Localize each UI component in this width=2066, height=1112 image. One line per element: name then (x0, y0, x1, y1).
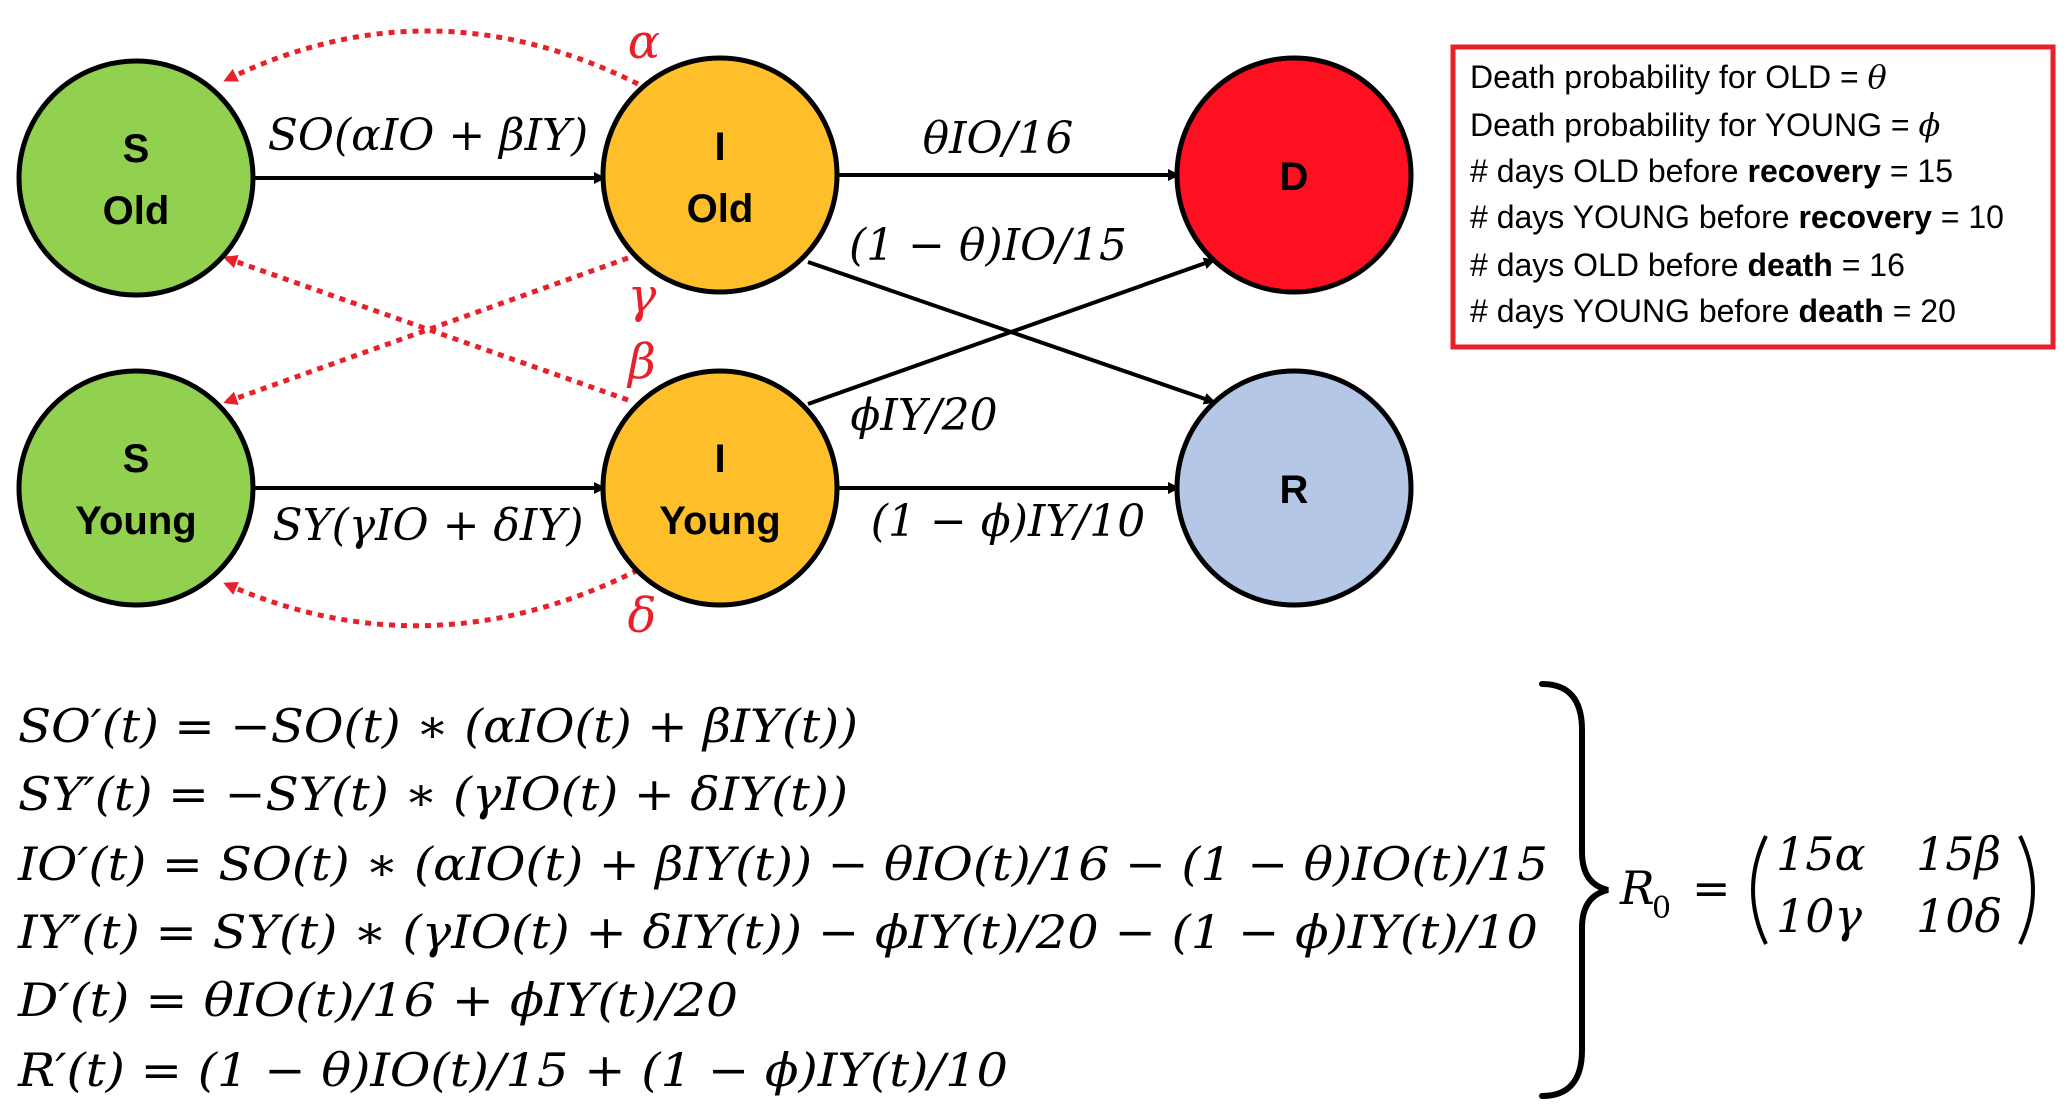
node-r-circle (1174, 368, 1414, 608)
r0-subscript: 0 (1652, 891, 1671, 926)
node-d: D (1174, 55, 1414, 295)
matrix-cell-12: 15β (1916, 827, 2001, 881)
legend-box: Death probability for OLD = θ Death prob… (1450, 44, 2056, 350)
node-i-old-line2: Old (687, 187, 754, 231)
param-beta-label: β (626, 334, 656, 390)
equation-so: SO′(t) = −SO(t) ∗ (αIO(t) + βIY(t)) (18, 699, 858, 753)
node-s-young-line1: S (123, 437, 150, 481)
matrix-cell-11: 15α (1776, 827, 1866, 881)
node-s-young-circle (16, 368, 256, 608)
node-s-old-circle (16, 58, 256, 298)
matrix-cell-21: 10γ (1776, 889, 1863, 943)
node-r-label: R (1280, 468, 1309, 512)
equation-d: D′(t) = θIO(t)/16 + ϕIY(t)/20 (17, 973, 738, 1027)
node-s-young-line2: Young (75, 499, 196, 543)
node-i-old: I Old (600, 55, 840, 295)
equation-iy: IY′(t) = SY(t) ∗ (γIO(t) + δIY(t)) − ϕIY… (17, 905, 1538, 959)
node-i-old-circle (600, 55, 840, 295)
legend-line-2: Death probability for YOUNG = ϕ (1470, 106, 1941, 144)
edge-label-io-r: (1 − θ)IO/15 (849, 220, 1127, 271)
param-gamma-label: γ (628, 268, 657, 324)
matrix-cell-22: 10δ (1916, 889, 2002, 943)
equation-io: IO′(t) = SO(t) ∗ (αIO(t) + βIY(t)) − θIO… (17, 837, 1548, 891)
param-alpha-label: α (628, 14, 660, 70)
node-i-young-line2: Young (659, 499, 780, 543)
legend-line-5: # days OLD before death = 16 (1470, 247, 1905, 283)
node-d-circle (1174, 55, 1414, 295)
legend-line-6: # days YOUNG before death = 20 (1470, 293, 1956, 329)
node-s-old-line1: S (123, 127, 150, 171)
alpha-curve (223, 28, 640, 87)
edge-label-io-d: θIO/16 (923, 113, 1074, 164)
equation-sy: SY′(t) = −SY(t) ∗ (γIO(t) + δIY(t)) (18, 767, 848, 821)
legend-line-1: Death probability for OLD = θ (1470, 58, 1887, 96)
node-d-label: D (1280, 155, 1309, 199)
param-delta-label: δ (628, 588, 657, 644)
r0-symbol: R (1619, 861, 1655, 915)
node-r: R (1174, 368, 1414, 608)
delta-curve (223, 567, 640, 629)
legend-line-4: # days YOUNG before recovery = 10 (1470, 199, 2004, 235)
equation-r: R′(t) = (1 − θ)IO(t)/15 + (1 − ϕ)IY(t)/1… (17, 1043, 1008, 1097)
edge-label-sy-iy: SY(γIO + δIY) (272, 500, 583, 551)
matrix-right-paren (2018, 835, 2035, 945)
node-s-old: S Old (16, 58, 256, 298)
matrix-left-paren (1751, 835, 1768, 945)
equation-system: SO′(t) = −SO(t) ∗ (αIO(t) + βIY(t)) SY′(… (17, 699, 1548, 1097)
iy-to-d-arrow (807, 257, 1216, 406)
node-s-young: S Young (16, 368, 256, 608)
legend-border (1450, 44, 2056, 350)
node-i-young-circle (600, 368, 840, 608)
node-i-old-line1: I (714, 125, 725, 169)
node-i-young-line1: I (714, 437, 725, 481)
legend-line-3: # days OLD before recovery = 15 (1470, 153, 1953, 189)
edge-label-iy-r: (1 − ϕ)IY/10 (871, 496, 1145, 547)
edge-label-so-io: SO(αIO + βIY) (268, 110, 588, 161)
node-s-old-line2: Old (103, 189, 170, 233)
r0-expression: R 0 = 15α 15β 10γ 10δ (1619, 827, 2035, 945)
edge-label-iy-d: ϕIY/20 (850, 390, 997, 441)
flow-arrows (254, 169, 1216, 494)
infection-curves (223, 28, 640, 629)
right-curly-brace (1539, 681, 1609, 1099)
node-i-young: I Young (600, 368, 840, 608)
r0-equals: = (1692, 861, 1731, 915)
